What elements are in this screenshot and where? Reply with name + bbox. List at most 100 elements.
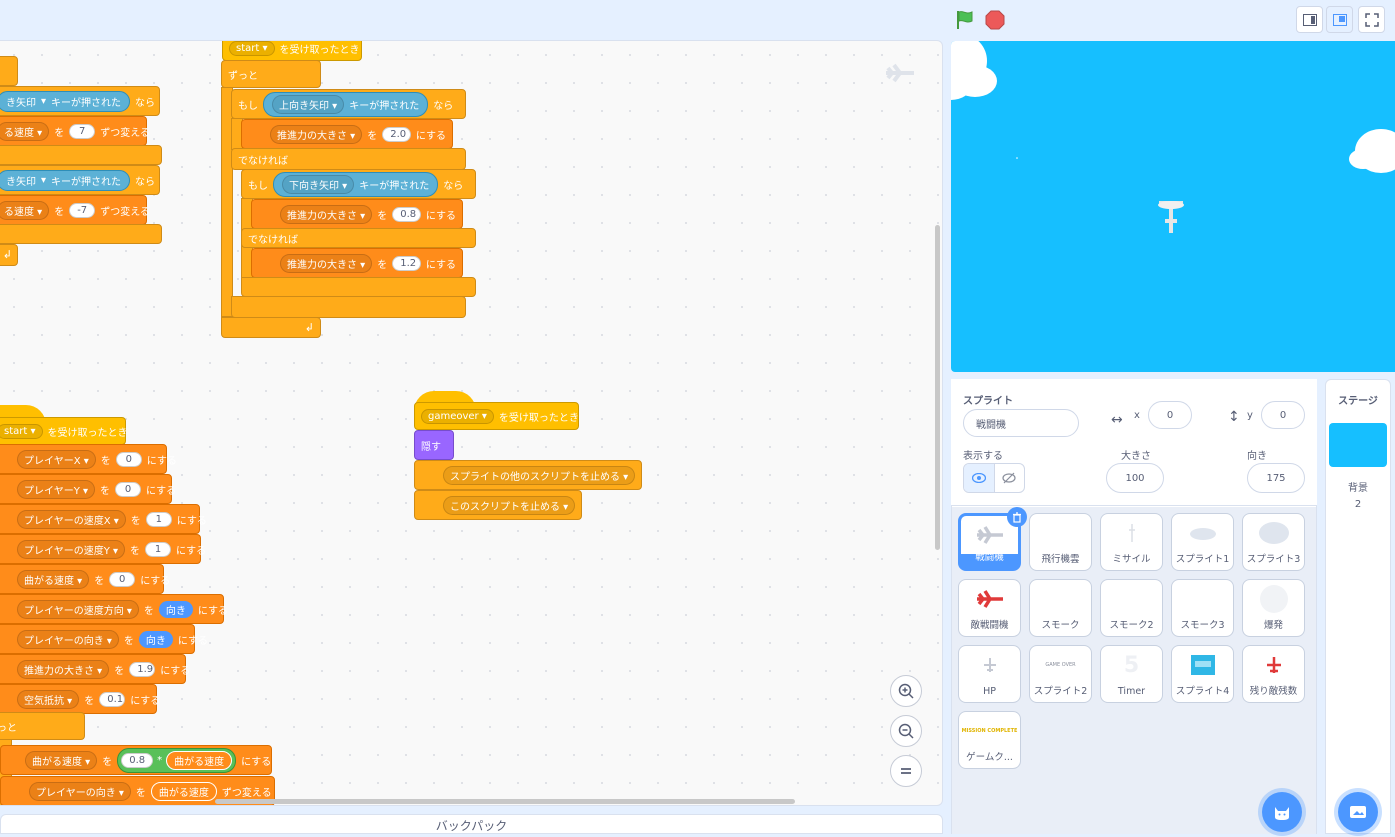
code-area[interactable]: き矢印▾ キーが押された なら る速度 ▾ を 7 ずつ変える き矢印▾ キーが… <box>0 40 943 806</box>
small-stage-button[interactable] <box>1296 6 1323 33</box>
when-receive-start-hat-2[interactable]: start ▾ を受け取ったとき <box>0 417 128 445</box>
stage-canvas[interactable] <box>951 41 1395 372</box>
value-input[interactable]: 向き <box>158 600 193 618</box>
show-button[interactable] <box>964 464 995 492</box>
choose-sprite-button[interactable] <box>1262 792 1302 832</box>
key-dropdown[interactable]: 上向き矢印 ▾ <box>272 94 345 114</box>
sprite-tile[interactable]: スモーク2 <box>1100 579 1163 637</box>
key-dropdown[interactable]: き矢印 <box>6 176 36 188</box>
stop-option-dropdown[interactable]: スプライトの他のスクリプトを止める ▾ <box>443 465 636 485</box>
backpack-panel[interactable]: バックパック <box>0 814 943 834</box>
var-dropdown[interactable]: プレイヤーの速度Y ▾ <box>17 539 126 559</box>
size-input[interactable]: 100 <box>1106 463 1164 493</box>
value-input[interactable]: 0 <box>109 571 136 587</box>
change-var-block-2[interactable]: る速度 ▾ を -7 ずつ変える <box>0 195 150 225</box>
if-up-arrow-block[interactable]: もし 上向き矢印 ▾ キーが押された なら <box>231 89 466 119</box>
value-input[interactable]: 0 <box>115 481 142 497</box>
sprite-tile[interactable]: スプライト1 <box>1171 513 1234 571</box>
variable-reporter[interactable]: 曲がる速度 <box>150 781 217 801</box>
value-input[interactable]: 1 <box>145 511 172 527</box>
value-input[interactable]: 2.0 <box>382 126 411 142</box>
var-dropdown[interactable]: 空気抵抗 ▾ <box>17 689 80 709</box>
value-input[interactable]: 0.8 <box>392 206 421 222</box>
sprite-tile[interactable]: HP <box>958 645 1021 703</box>
y-input[interactable]: 0 <box>1261 401 1305 429</box>
message-dropdown[interactable]: gameover ▾ <box>421 408 494 424</box>
var-dropdown[interactable]: プレイヤーの速度方向 ▾ <box>17 599 139 619</box>
set-variable-block[interactable]: プレイヤーの速度方向 ▾を向きにする <box>0 594 228 624</box>
delete-sprite-button[interactable] <box>1007 507 1027 527</box>
message-dropdown[interactable]: start ▾ <box>0 423 43 439</box>
normal-stage-button[interactable] <box>1326 6 1353 33</box>
change-direction-block[interactable]: プレイヤーの向き ▾ を 曲がる速度 ずつ変える <box>0 776 275 805</box>
value-input[interactable]: 7 <box>69 123 96 139</box>
var-dropdown[interactable]: 曲がる速度 ▾ <box>17 569 90 589</box>
when-receive-start-hat[interactable]: start ▾ を受け取ったとき <box>222 41 362 61</box>
sprite-tile[interactable]: 爆発 <box>1242 579 1305 637</box>
if-block-bottom-2[interactable] <box>0 224 162 244</box>
set-thrust-block-2[interactable]: 推進力の大きさ ▾ を 0.8 にする <box>251 199 463 229</box>
value-input[interactable]: 1 <box>145 541 172 557</box>
sprite-tile[interactable]: ミサイル <box>1100 513 1163 571</box>
sprite-tile[interactable]: スモーク <box>1029 579 1092 637</box>
sprite-name-input[interactable]: 戦闘機 <box>963 409 1079 437</box>
message-dropdown[interactable]: start ▾ <box>229 41 275 56</box>
sprite-tile[interactable]: 飛行機雲 <box>1029 513 1092 571</box>
zoom-reset-button[interactable] <box>890 755 922 787</box>
stop-this-script-block[interactable]: このスクリプトを止める ▾ <box>414 490 582 520</box>
stage-selector[interactable]: ステージ 背景 2 <box>1325 379 1391 834</box>
x-input[interactable]: 0 <box>1148 401 1192 429</box>
zoom-in-button[interactable] <box>890 675 922 707</box>
multiply-operator[interactable]: 0.8 * 曲がる速度 <box>117 747 237 773</box>
var-dropdown[interactable]: る速度 ▾ <box>0 121 50 141</box>
if-key-pressed-block-2[interactable]: き矢印▾ キーが押された なら <box>0 165 160 195</box>
value-input[interactable]: 1.2 <box>392 255 421 271</box>
when-receive-gameover-hat[interactable]: gameover ▾ を受け取ったとき <box>414 402 579 430</box>
var-dropdown[interactable]: 推進力の大きさ ▾ <box>280 204 373 224</box>
operand-input[interactable]: 0.8 <box>121 752 154 768</box>
zoom-out-button[interactable] <box>890 715 922 747</box>
fullscreen-button[interactable] <box>1358 6 1385 33</box>
var-dropdown[interactable]: プレイヤーの向き ▾ <box>29 781 131 801</box>
if-block-bottom[interactable] <box>0 145 162 165</box>
key-pressed-boolean[interactable]: 上向き矢印 ▾ キーが押された <box>263 91 429 117</box>
var-dropdown[interactable]: 推進力の大きさ ▾ <box>17 659 110 679</box>
value-input[interactable]: 1.9 <box>129 661 156 677</box>
forever-block-2[interactable]: っと <box>0 712 85 740</box>
forever-block-bottom[interactable]: ↲ <box>0 244 18 266</box>
forever-block[interactable]: ずっと <box>221 60 321 88</box>
key-pressed-boolean[interactable]: き矢印▾ キーが押された <box>0 169 131 191</box>
variable-reporter[interactable]: 曲がる速度 <box>166 750 233 770</box>
var-dropdown[interactable]: プレイヤーの向き ▾ <box>17 629 119 649</box>
direction-input[interactable]: 175 <box>1247 463 1305 493</box>
sprite-tile[interactable]: スプライト3 <box>1242 513 1305 571</box>
choose-backdrop-button[interactable] <box>1338 792 1378 832</box>
var-dropdown[interactable]: プレイヤーX ▾ <box>17 449 96 469</box>
key-dropdown[interactable]: 下向き矢印 ▾ <box>282 174 355 194</box>
var-dropdown[interactable]: 推進力の大きさ ▾ <box>280 253 373 273</box>
key-dropdown[interactable]: き矢印 <box>6 97 36 109</box>
change-var-block[interactable]: る速度 ▾ を 7 ずつ変える <box>0 116 150 146</box>
sprite-tile[interactable]: 残り敵残数 <box>1242 645 1305 703</box>
sprite-tile[interactable]: スモーク3 <box>1171 579 1234 637</box>
set-thrust-block-3[interactable]: 推進力の大きさ ▾ を 1.2 にする <box>251 248 463 278</box>
horizontal-scrollbar[interactable] <box>215 799 795 804</box>
sprite-tile[interactable]: 敵戦闘機 <box>958 579 1021 637</box>
set-variable-block[interactable]: プレイヤーの向き ▾を向きにする <box>0 624 208 654</box>
key-pressed-boolean[interactable]: 下向き矢印 ▾ キーが押された <box>273 171 439 197</box>
set-thrust-block-1[interactable]: 推進力の大きさ ▾ を 2.0 にする <box>241 119 453 149</box>
stop-other-scripts-block[interactable]: スプライトの他のスクリプトを止める ▾ <box>414 460 642 490</box>
if-down-arrow-block[interactable]: もし 下向き矢印 ▾ キーが押された なら <box>241 169 476 199</box>
if-block-top[interactable] <box>0 56 18 86</box>
key-pressed-boolean[interactable]: き矢印▾ キーが押された <box>0 90 131 112</box>
var-dropdown[interactable]: 推進力の大きさ ▾ <box>270 124 363 144</box>
